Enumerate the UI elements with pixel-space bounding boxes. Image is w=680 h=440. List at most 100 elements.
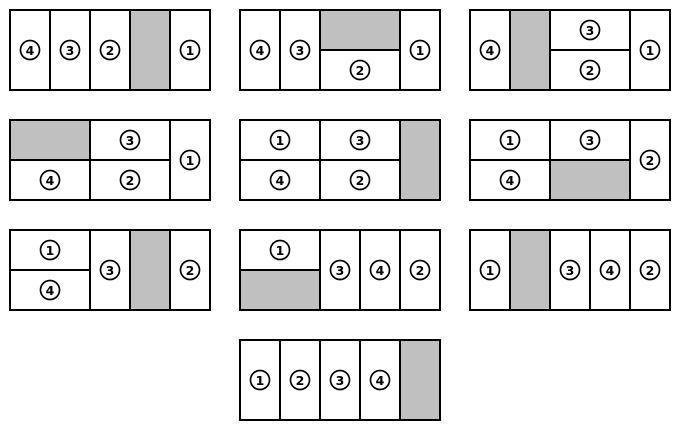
circled-number-label: 3	[336, 373, 345, 388]
circled-number-icon	[409, 39, 431, 61]
circled-number-label: 2	[296, 373, 305, 388]
circled-number-icon	[289, 369, 311, 391]
numbered-cell: 4	[9, 269, 91, 311]
numbered-cell: 3	[549, 119, 631, 161]
numbered-cell: 1	[239, 229, 321, 271]
circled-number-icon	[349, 59, 371, 81]
numbered-cell: 4	[239, 159, 321, 201]
panel-border	[469, 229, 671, 311]
shaded-cell-fill	[509, 229, 551, 311]
numbered-cell: 3	[549, 9, 631, 51]
circled-number-label: 2	[646, 263, 655, 278]
numbered-cell: 4	[9, 159, 91, 201]
circled-number-icon	[59, 39, 81, 61]
circled-number-label: 4	[26, 43, 35, 58]
circled-number-icon	[269, 169, 291, 191]
circled-number-label: 3	[356, 133, 365, 148]
panel-border	[469, 9, 671, 91]
circled-number-label: 2	[416, 263, 425, 278]
circled-number-icon	[579, 19, 601, 41]
tiling-panel-5: 1 4 3 2	[239, 119, 441, 201]
panel-border	[239, 9, 441, 91]
circled-number-icon	[289, 39, 311, 61]
shaded-cell-fill	[129, 9, 171, 91]
shaded-cell-fill	[319, 9, 401, 51]
circled-number-label: 1	[276, 243, 285, 258]
circled-number-icon	[119, 129, 141, 151]
shaded-cell-fill	[549, 159, 631, 201]
circled-number-label: 2	[646, 153, 655, 168]
circled-number-label: 3	[66, 43, 75, 58]
circled-number-label: 1	[646, 43, 655, 58]
shaded-cell	[399, 119, 441, 201]
circled-number-icon	[249, 39, 271, 61]
numbered-cell: 4	[469, 9, 511, 91]
circled-number-icon	[269, 239, 291, 261]
circled-number-label: 4	[46, 283, 55, 298]
numbered-cell: 1	[629, 9, 671, 91]
numbered-cell: 1	[469, 119, 551, 161]
shaded-cell	[399, 339, 441, 421]
numbered-cell: 2	[549, 49, 631, 91]
circled-number-icon	[639, 259, 661, 281]
circled-number-label: 3	[336, 263, 345, 278]
panel-border	[9, 9, 211, 91]
circled-number-icon	[479, 259, 501, 281]
circled-number-label: 4	[376, 373, 385, 388]
circled-number-label: 4	[506, 173, 515, 188]
circled-number-icon	[499, 129, 521, 151]
circled-number-icon	[599, 259, 621, 281]
circled-number-icon	[499, 169, 521, 191]
shaded-cell	[509, 229, 551, 311]
circled-number-label: 1	[486, 263, 495, 278]
circled-number-label: 4	[46, 173, 55, 188]
circled-number-label: 1	[276, 133, 285, 148]
circled-number-icon	[639, 149, 661, 171]
shaded-cell-fill	[239, 269, 321, 311]
panel-border	[9, 229, 211, 311]
circled-number-icon	[39, 279, 61, 301]
numbered-cell: 4	[359, 229, 401, 311]
circled-number-icon	[179, 39, 201, 61]
circled-number-label: 1	[256, 373, 265, 388]
circled-number-label: 1	[186, 43, 195, 58]
circled-number-icon	[409, 259, 431, 281]
tiling-panel-4: 4 321	[9, 119, 211, 201]
numbered-cell: 4	[9, 9, 51, 91]
circled-number-label: 3	[586, 133, 595, 148]
circled-number-icon	[639, 39, 661, 61]
shaded-cell	[549, 159, 631, 201]
circled-number-icon	[349, 129, 371, 151]
numbered-cell: 2	[629, 119, 671, 201]
numbered-cell: 4	[359, 339, 401, 421]
shaded-cell	[129, 229, 171, 311]
shaded-cell-fill	[9, 119, 91, 161]
numbered-cell: 2	[279, 339, 321, 421]
numbered-cell: 3	[279, 9, 321, 91]
panel-border	[239, 229, 441, 311]
numbered-cell: 2	[89, 9, 131, 91]
numbered-cell: 2	[319, 159, 401, 201]
shaded-cell	[509, 9, 551, 91]
circled-number-icon	[99, 259, 121, 281]
numbered-cell: 1	[239, 119, 321, 161]
numbered-cell: 2	[89, 159, 171, 201]
circled-number-label: 3	[296, 43, 305, 58]
numbered-cell: 3	[319, 229, 361, 311]
circled-number-icon	[579, 129, 601, 151]
numbered-cell: 3	[319, 119, 401, 161]
panel-border	[239, 119, 441, 201]
circled-number-icon	[479, 39, 501, 61]
circled-number-icon	[179, 149, 201, 171]
numbered-cell: 3	[89, 119, 171, 161]
circled-number-label: 1	[186, 153, 195, 168]
numbered-cell: 1	[399, 9, 441, 91]
numbered-cell: 1	[239, 339, 281, 421]
tiling-panel-10: 1 2 3 4	[239, 339, 441, 421]
circled-number-label: 1	[416, 43, 425, 58]
circled-number-icon	[369, 369, 391, 391]
circled-number-icon	[99, 39, 121, 61]
